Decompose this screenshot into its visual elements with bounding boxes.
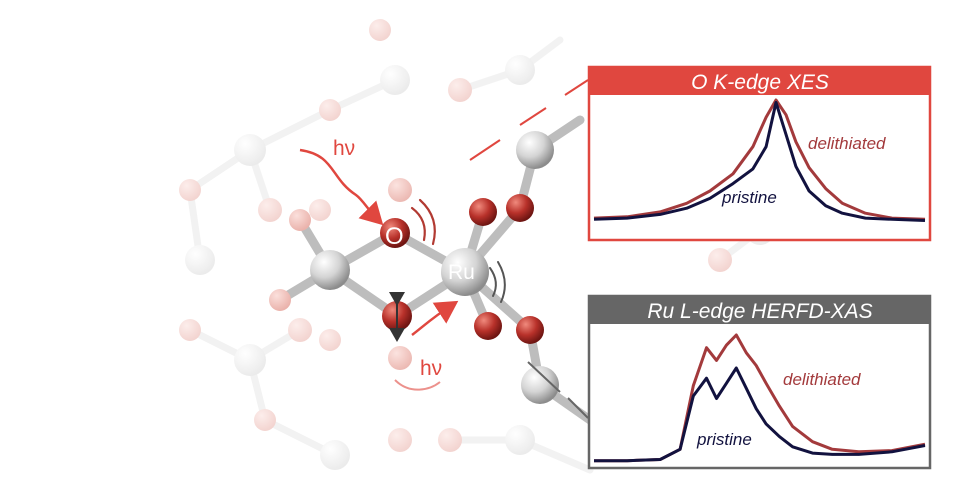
photon-label-top: hν [333,137,355,160]
ruthenium-atom [441,248,489,296]
series-line-delithiated [593,98,926,221]
photon-arrow-bottom [411,300,459,336]
xas-plot [594,333,926,463]
oxygen-atom [388,178,412,202]
oxygen-atom [269,289,291,311]
xes-panel: O K-edge XES delithiated pristine [587,65,932,242]
oxygen-label: O [385,223,404,250]
xas-panel: Ru L-edge HERFD-XAS delithiated pristine [587,294,932,470]
oxygen-atom [474,312,502,340]
xes-pristine-label: pristine [721,188,777,207]
xes-plot [593,98,926,222]
oxygen-atom [289,209,311,231]
photon-arrow-top [299,148,384,226]
xes-panel-header [589,67,930,95]
xas-panel-title: Ru L-edge HERFD-XAS [647,300,872,323]
xas-delithiated-label: delithiated [783,370,861,389]
oxygen-atom [388,346,412,370]
xas-panel-frame [587,294,932,470]
photon-label-bottom: hν [420,357,442,380]
series-line-pristine [593,101,926,222]
xas-pristine-label: pristine [696,430,752,449]
lattice-atom [310,250,350,290]
emission-waves [410,198,436,246]
lattice-atom [521,366,559,404]
ruthenium-label: Ru [448,261,475,284]
lattice-atom [516,131,554,169]
series-line-pristine [594,366,926,463]
molecule-fragment: hν hν O Ru [269,79,595,425]
oxygen-atom [380,218,410,248]
xas-panel-header [589,296,930,324]
oxygen-atom [469,198,497,226]
xes-delithiated-label: delithiated [808,134,886,153]
xes-panel-frame [587,65,932,242]
guide-lines [527,361,589,419]
emission-waves [489,261,506,303]
xes-panel-title: O K-edge XES [691,71,829,94]
oxygen-atom [516,316,544,344]
oxygen-atom [506,194,534,222]
guide-lines [469,79,589,161]
photon-arrow-bottom-tail [394,379,441,391]
